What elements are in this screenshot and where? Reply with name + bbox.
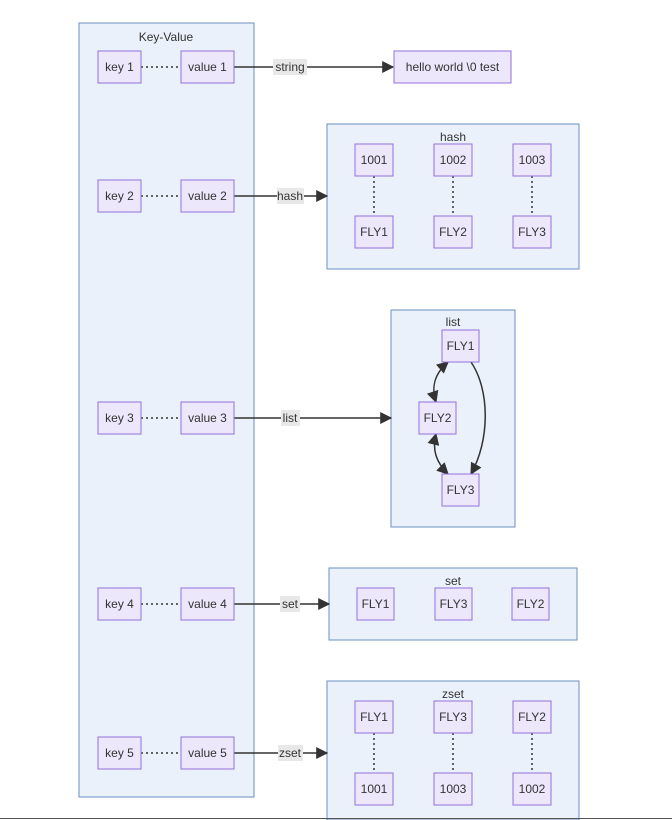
list-link-fly2-fly3 — [427, 432, 449, 475]
edge-label-set: set — [280, 596, 300, 612]
svg-text:FLY2: FLY2 — [439, 225, 467, 239]
string-value-node: hello world \0 test — [393, 50, 512, 84]
zset-cluster-title: zset — [442, 687, 465, 701]
svg-text:zset: zset — [279, 746, 302, 760]
svg-text:FLY2: FLY2 — [518, 710, 546, 724]
hash-field-node-1: 1001 — [354, 143, 394, 177]
svg-text:1002: 1002 — [440, 153, 467, 167]
list-node-1: FLY1 — [441, 329, 480, 363]
svg-text:list: list — [283, 411, 298, 425]
value-node-5: value 5 — [180, 736, 235, 770]
set-cluster-title: set — [445, 574, 462, 588]
svg-text:key 3: key 3 — [105, 411, 134, 425]
zset-score-node-2: 1003 — [433, 772, 473, 806]
svg-text:value 4: value 4 — [188, 597, 227, 611]
set-node-2: FLY3 — [434, 587, 473, 621]
list-cluster-title: list — [446, 315, 461, 329]
svg-text:FLY3: FLY3 — [518, 225, 546, 239]
zset-score-node-1: 1001 — [354, 772, 394, 806]
svg-text:key 4: key 4 — [105, 597, 134, 611]
hash-value-node-3: FLY3 — [512, 215, 552, 249]
svg-text:1003: 1003 — [440, 782, 467, 796]
hash-field-node-3: 1003 — [512, 143, 552, 177]
svg-text:FLY2: FLY2 — [517, 597, 545, 611]
zset-member-node-3: FLY2 — [512, 700, 552, 734]
edge-label-string: string — [273, 59, 307, 75]
svg-text:FLY1: FLY1 — [360, 710, 388, 724]
key-node-5: key 5 — [97, 736, 142, 770]
svg-text:value 1: value 1 — [188, 60, 227, 74]
value-node-3: value 3 — [180, 401, 235, 435]
set-node-1: FLY1 — [356, 587, 395, 621]
svg-text:1002: 1002 — [519, 782, 546, 796]
key-node-1: key 1 — [97, 50, 142, 84]
svg-text:FLY3: FLY3 — [439, 710, 467, 724]
list-link-fly1-fly2 — [426, 361, 449, 404]
edge-label-list: list — [281, 410, 300, 426]
edge-label-zset: zset — [278, 745, 303, 761]
list-node-2: FLY2 — [418, 401, 457, 435]
set-node-3: FLY2 — [511, 587, 550, 621]
svg-text:FLY3: FLY3 — [440, 597, 468, 611]
edge-label-hash: hash — [277, 188, 304, 204]
list-node-3: FLY3 — [441, 473, 480, 507]
key-node-3: key 3 — [97, 401, 142, 435]
svg-text:key 2: key 2 — [105, 189, 134, 203]
zset-member-node-2: FLY3 — [433, 700, 473, 734]
key-node-4: key 4 — [97, 587, 142, 621]
svg-text:FLY2: FLY2 — [424, 411, 452, 425]
hash-field-node-2: 1002 — [433, 143, 473, 177]
svg-text:string: string — [275, 60, 304, 74]
svg-text:1001: 1001 — [361, 153, 388, 167]
svg-text:FLY1: FLY1 — [447, 339, 475, 353]
svg-text:value 3: value 3 — [188, 411, 227, 425]
svg-text:set: set — [282, 597, 299, 611]
value-node-2: value 2 — [180, 179, 235, 213]
value-node-4: value 4 — [180, 587, 235, 621]
zset-score-node-3: 1002 — [512, 772, 552, 806]
svg-text:1001: 1001 — [361, 782, 388, 796]
svg-text:key 5: key 5 — [105, 746, 134, 760]
svg-text:key 1: key 1 — [105, 60, 134, 74]
hash-value-node-1: FLY1 — [354, 215, 394, 249]
hash-value-node-2: FLY2 — [433, 215, 473, 249]
svg-text:hello world \0 test: hello world \0 test — [406, 60, 500, 74]
svg-text:1003: 1003 — [519, 153, 546, 167]
svg-text:FLY1: FLY1 — [362, 597, 390, 611]
svg-text:value 2: value 2 — [188, 189, 227, 203]
value-node-1: value 1 — [180, 50, 235, 84]
key-value-cluster-title: Key-Value — [139, 30, 194, 44]
svg-text:FLY1: FLY1 — [360, 225, 388, 239]
svg-text:value 5: value 5 — [188, 746, 227, 760]
list-link-fly1-fly3 — [470, 361, 486, 476]
svg-text:hash: hash — [277, 189, 303, 203]
hash-cluster-title: hash — [440, 130, 466, 144]
key-node-2: key 2 — [97, 179, 142, 213]
zset-member-node-1: FLY1 — [354, 700, 394, 734]
svg-text:FLY3: FLY3 — [447, 483, 475, 497]
